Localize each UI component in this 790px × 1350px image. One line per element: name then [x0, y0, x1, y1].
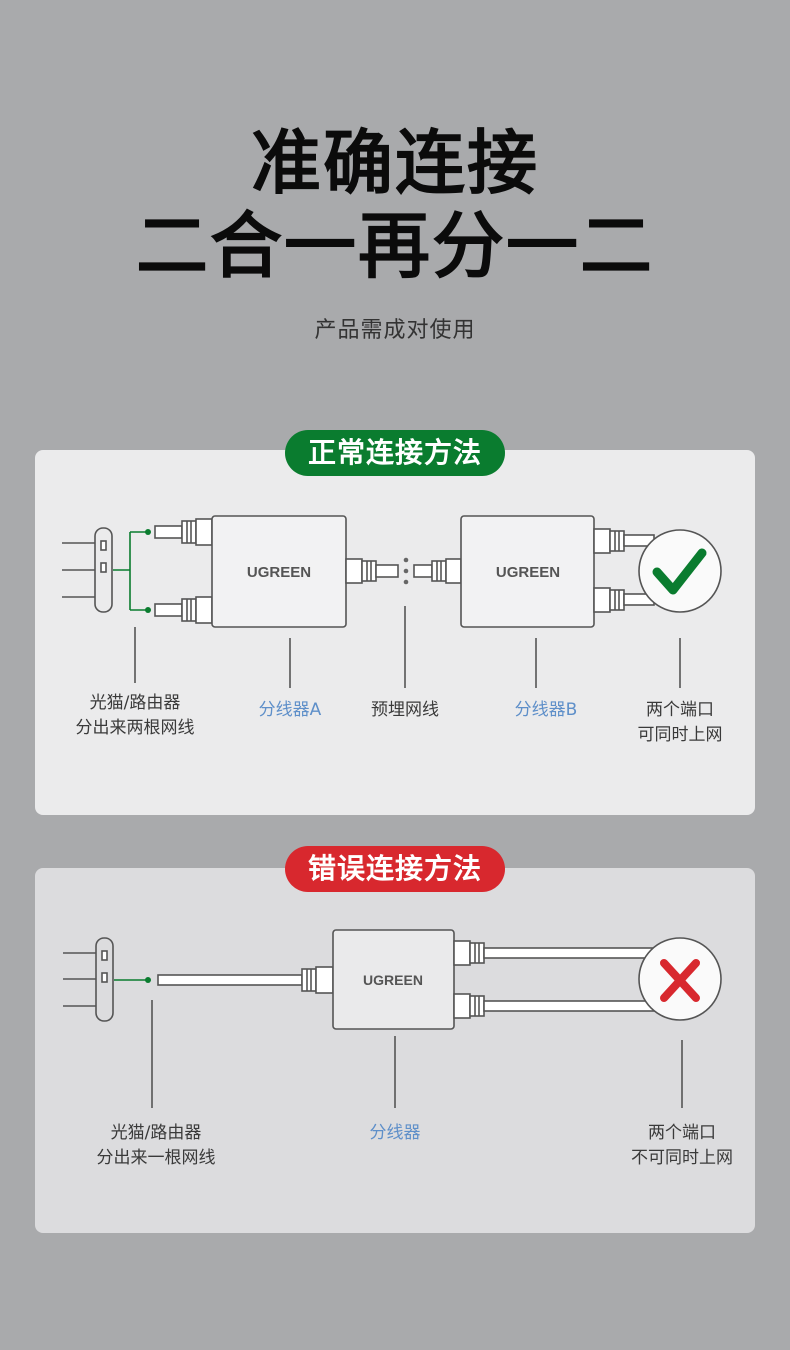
- correct-method-badge: 正常连接方法: [285, 430, 505, 476]
- subtitle: 产品需成对使用: [314, 318, 476, 343]
- label-embedded-cable: 预埋网线: [371, 700, 439, 720]
- splitter-b-box: [460, 515, 595, 628]
- splitter-b-output-plugs: [593, 528, 655, 613]
- label-ports-wrong: 两个端口 不可同时上网: [618, 1121, 746, 1171]
- check-icon: [652, 548, 707, 595]
- label-splitter-b: 分线器B: [514, 700, 578, 720]
- router-source-icon: [62, 527, 113, 613]
- splitter-brand: UGREEN: [363, 972, 423, 988]
- wrong-method-badge: 错误连接方法: [285, 846, 505, 892]
- correct-connection-panel: [35, 450, 755, 815]
- two-cables-connector: [113, 531, 148, 611]
- splitter-a-input-plugs: [154, 518, 213, 624]
- label-source-correct: 光猫/路由器 分出来两根网线: [60, 691, 210, 741]
- label-splitter: 分线器: [369, 1123, 421, 1143]
- splitter-input-plug: [301, 966, 334, 994]
- label-ports-wrong-line1: 两个端口: [648, 1123, 716, 1143]
- label-ports-line2: 可同时上网: [637, 725, 723, 745]
- label-source-wrong: 光猫/路由器 分出来一根网线: [76, 1121, 236, 1171]
- label-source-wrong-line1: 光猫/路由器: [110, 1123, 202, 1143]
- splitter-b-input-plug: [413, 558, 462, 584]
- label-source-wrong-line2: 分出来一根网线: [96, 1148, 216, 1168]
- router-source-icon-wrong: [63, 937, 114, 1022]
- label-splitter-a: 分线器A: [258, 700, 322, 720]
- label-ports-line1: 两个端口: [646, 700, 714, 720]
- splitter-output-cables: [453, 940, 655, 1019]
- label-source-line1: 光猫/路由器: [89, 693, 181, 713]
- splitter-a-output-plug: [345, 558, 399, 584]
- headline-line-1: 准确连接: [251, 122, 539, 204]
- label-ports-correct: 两个端口 可同时上网: [625, 698, 735, 748]
- splitter-b-brand: UGREEN: [496, 564, 560, 581]
- splitter-box: [332, 929, 455, 1030]
- headline-line-2: 二合一再分一二: [135, 204, 654, 288]
- check-circle: [638, 529, 722, 613]
- single-cable: [157, 974, 303, 986]
- label-ports-wrong-line2: 不可同时上网: [631, 1148, 733, 1168]
- splitter-a-brand: UGREEN: [247, 564, 311, 581]
- cross-icon: [660, 959, 700, 1002]
- label-source-line2: 分出来两根网线: [75, 718, 195, 738]
